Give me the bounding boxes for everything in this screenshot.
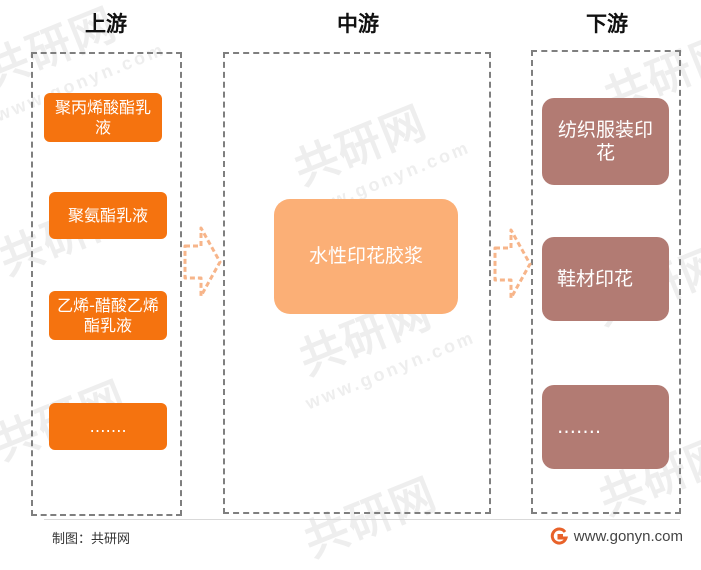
upstream-panel: [31, 52, 182, 516]
flow-arrow-upstream-to-midstream: [183, 226, 222, 298]
gonyn-logo-icon: [550, 527, 568, 545]
upstream-heading: 上游: [85, 12, 127, 36]
flow-arrow-midstream-to-downstream: [493, 228, 532, 300]
downstream-item-more: …….: [542, 385, 669, 469]
midstream-item-waterborne-paste: 水性印花胶浆: [274, 199, 458, 314]
midstream-heading: 中游: [337, 12, 379, 36]
downstream-item-textile-printing: 纺织服装印花: [542, 98, 669, 185]
upstream-item-polyacrylate: 聚丙烯酸酯乳液: [44, 93, 162, 142]
upstream-item-polyurethane: 聚氨酯乳液: [49, 192, 167, 239]
footer-divider: [44, 519, 680, 520]
downstream-item-shoe-printing: 鞋材印花: [542, 237, 669, 321]
midstream-panel: [223, 52, 491, 514]
upstream-item-more: …….: [49, 403, 167, 450]
upstream-item-vae: 乙烯-醋酸乙烯酯乳液: [49, 291, 167, 340]
downstream-heading: 下游: [586, 12, 628, 36]
brand-footer: www.gonyn.com: [550, 527, 683, 545]
chart-credit: 制图：共研网: [52, 532, 131, 547]
downstream-panel: [531, 50, 681, 514]
brand-url: www.gonyn.com: [573, 527, 683, 545]
